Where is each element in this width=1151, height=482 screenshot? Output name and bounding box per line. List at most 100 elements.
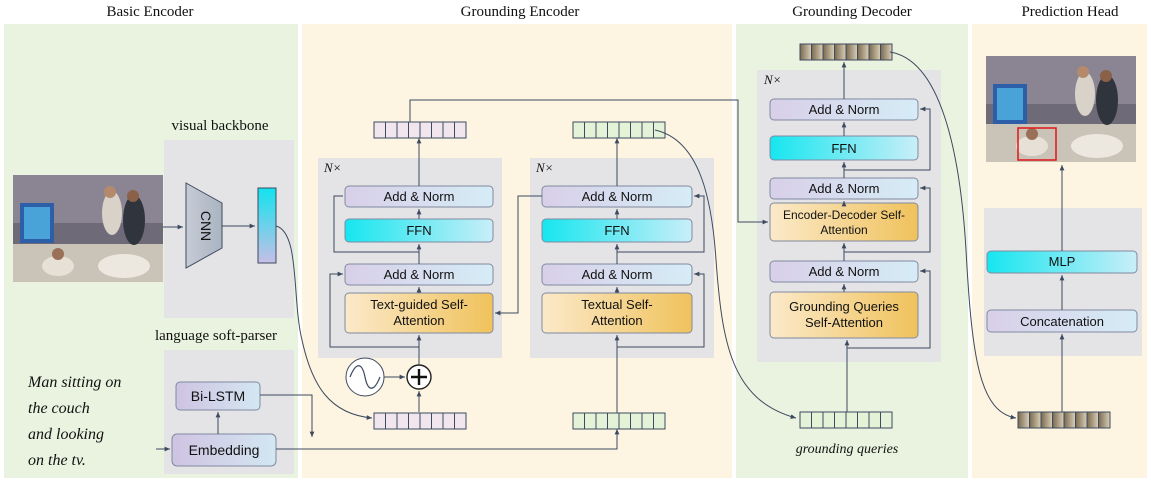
residual-dec-3 xyxy=(844,106,931,171)
token-cell xyxy=(630,412,643,430)
visual-feature-map xyxy=(257,187,277,264)
section-title-prediction-head: Prediction Head xyxy=(1021,4,1119,20)
decoder-ffn-label: FFN xyxy=(831,141,856,156)
token-cell xyxy=(653,121,666,139)
token-cell xyxy=(419,121,432,139)
token-cell xyxy=(1086,411,1099,429)
token-cell xyxy=(1063,411,1076,429)
head-block xyxy=(984,208,1142,356)
token-cell xyxy=(618,412,631,430)
encoder-right-add-norm-top-label: Add & Norm xyxy=(582,189,653,204)
positional-encoding-wave-icon xyxy=(345,357,385,397)
token-cell xyxy=(572,412,585,430)
token-cell xyxy=(408,412,421,430)
token-row-visual-input xyxy=(373,412,467,430)
arrow-encoder-memory-to-decoder xyxy=(409,99,768,225)
section-title-basic-encoder: Basic Encoder xyxy=(106,4,193,20)
token-cell xyxy=(822,411,835,429)
arrow-embedding-to-text-tokens xyxy=(276,429,620,450)
token-cell xyxy=(454,121,467,139)
token-cell xyxy=(396,412,409,430)
arrow-decoder-to-head xyxy=(889,51,1017,420)
encoder-left-attention-label-2: Attention xyxy=(393,313,444,328)
token-cell xyxy=(396,121,409,139)
residual-right-2 xyxy=(617,193,705,253)
token-row-encoder-right-output xyxy=(572,121,666,139)
encoder-right-add-norm-bottom-label: Add & Norm xyxy=(582,267,653,282)
token-row-outline xyxy=(1017,411,1111,429)
grounding-queries-label: grounding queries xyxy=(796,442,899,457)
mlp-label: MLP xyxy=(1049,254,1076,269)
token-cell xyxy=(595,121,608,139)
residual-right-1 xyxy=(617,271,705,348)
token-row-encoder-left-output xyxy=(373,121,467,139)
token-cell xyxy=(630,121,643,139)
encoder-left-ffn-label: FFN xyxy=(406,223,431,238)
arrow-feature-to-visual-tokens xyxy=(275,225,373,420)
bilstm-label: Bi-LSTM xyxy=(191,388,245,404)
residual-dec-1 xyxy=(847,268,931,349)
arrow-text-features-to-queries xyxy=(654,129,797,419)
query-line-1: Man sitting on xyxy=(27,374,121,391)
token-cell xyxy=(811,411,824,429)
encoder-right-ffn-label: FFN xyxy=(604,223,629,238)
add-circle-icon xyxy=(406,364,432,390)
encoder-left-add-norm-bottom-label: Add & Norm xyxy=(384,267,455,282)
query-line-3: and looking xyxy=(28,426,104,443)
decoder-query-attention-label-2: Self-Attention xyxy=(805,315,883,330)
decoder-cross-attention-label-1: Encoder-Decoder Self- xyxy=(783,208,905,222)
query-line-2: the couch xyxy=(28,400,90,417)
token-cell xyxy=(822,43,835,61)
token-cell xyxy=(385,412,398,430)
token-cell xyxy=(595,412,608,430)
token-row-grounding-queries xyxy=(799,411,893,429)
token-cell xyxy=(653,412,666,430)
token-cell xyxy=(442,412,455,430)
decoder-query-attention-label-1: Grounding Queries xyxy=(789,299,899,314)
token-cell xyxy=(834,43,847,61)
token-cell xyxy=(1040,411,1053,429)
scene-photo xyxy=(13,175,163,282)
token-cell xyxy=(1017,411,1030,429)
scene-photo-with-box xyxy=(986,56,1136,162)
token-row-decoder-output xyxy=(799,43,893,61)
token-cell xyxy=(880,411,893,429)
encoder-right-attention-label-1: Textual Self- xyxy=(581,297,653,312)
token-cell xyxy=(641,412,654,430)
language-soft-parser-label: language soft-parser xyxy=(155,328,277,344)
token-cell xyxy=(868,411,881,429)
section-title-grounding-decoder: Grounding Decoder xyxy=(792,4,912,20)
token-cell xyxy=(373,412,386,430)
decoder-repeat: N× xyxy=(763,72,781,87)
encoder-left-repeat: N× xyxy=(323,160,341,175)
token-row-text-input xyxy=(572,412,666,430)
token-row-head-input xyxy=(1017,411,1111,429)
token-cell xyxy=(419,412,432,430)
embedding-label: Embedding xyxy=(189,442,260,458)
concatenation-label: Concatenation xyxy=(1020,314,1104,329)
token-cell xyxy=(1029,411,1042,429)
residual-left-1 xyxy=(329,271,419,348)
token-cell xyxy=(834,411,847,429)
token-cell xyxy=(431,121,444,139)
token-cell xyxy=(868,43,881,61)
arrow-bilstm-to-visual-tokens xyxy=(260,394,315,437)
token-cell xyxy=(857,411,870,429)
arrow-text-to-text-guided xyxy=(495,195,542,316)
token-cell xyxy=(799,43,812,61)
encoder-right-attention-label-2: Attention xyxy=(591,313,642,328)
encoder-left-add-norm-top-label: Add & Norm xyxy=(384,189,455,204)
decoder-add-norm-2-label: Add & Norm xyxy=(809,181,880,196)
token-cell xyxy=(845,43,858,61)
token-cell xyxy=(1098,411,1111,429)
token-cell xyxy=(408,121,421,139)
token-cell xyxy=(641,121,654,139)
token-cell xyxy=(431,412,444,430)
connectors xyxy=(156,51,1065,452)
token-cell xyxy=(799,411,812,429)
embedding-box xyxy=(171,433,277,467)
encoder-right-repeat: N× xyxy=(535,160,553,175)
token-cell xyxy=(607,412,620,430)
token-cell xyxy=(373,121,386,139)
